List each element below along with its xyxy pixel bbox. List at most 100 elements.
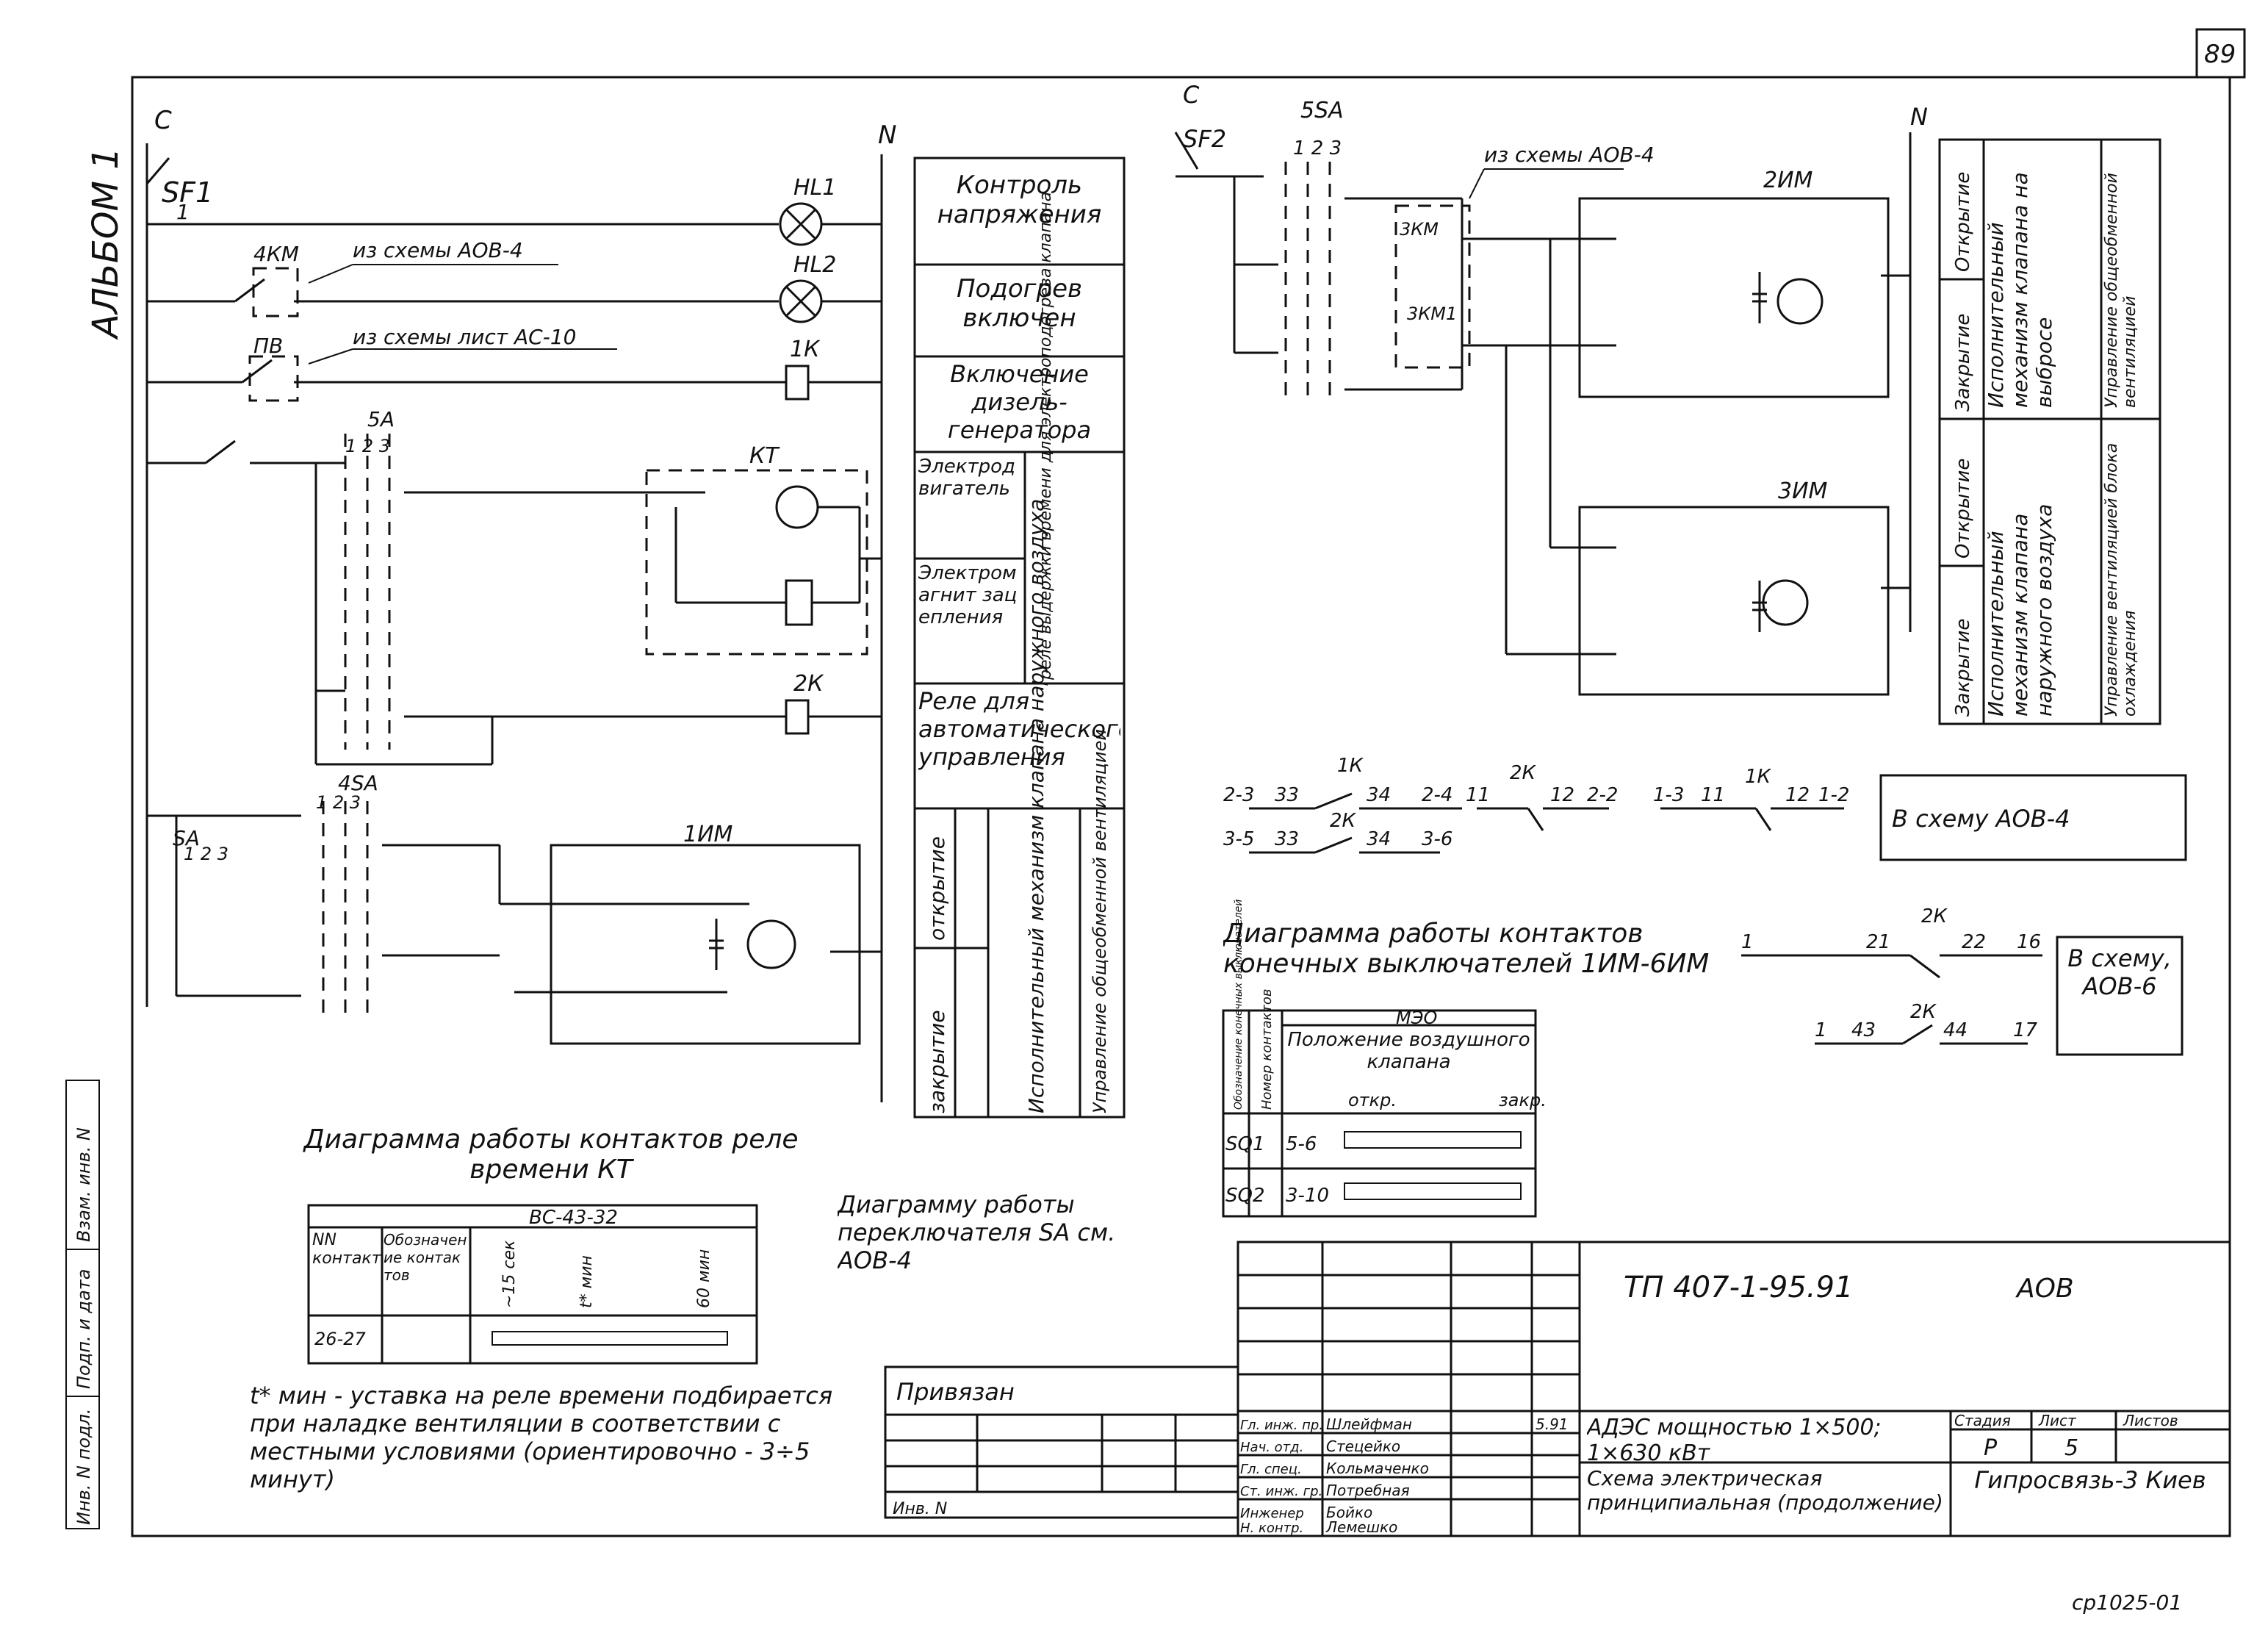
svg-text:откр.: откр. <box>1348 1090 1397 1110</box>
right-circuit: С SF2 N 5SA 1 2 3 из схемы АОВ-4 3КМ 3КМ… <box>1174 81 1928 696</box>
svg-text:HL2: HL2 <box>793 252 836 278</box>
timer-note: t* мин - уставка на реле времени подбира… <box>250 1382 833 1493</box>
svg-text:1 2 3: 1 2 3 <box>345 436 390 456</box>
relay-1k-coil <box>785 365 810 401</box>
svg-text:2К: 2К <box>1510 762 1537 784</box>
timer-diagram: Диаграмма работы контактов реле времени … <box>250 1124 833 1493</box>
svg-text:закр.: закр. <box>1499 1090 1547 1110</box>
svg-text:Взам. инв. N: Взам. инв. N <box>73 1127 94 1242</box>
motor-1im-box <box>550 844 861 1045</box>
title-drawing: Схема электрическая принципиальная (прод… <box>1587 1466 1943 1515</box>
side-stamp: Инв. N подл. Подп. и дата Взам. инв. N <box>65 1080 100 1529</box>
svg-text:SQ1: SQ1 <box>1225 1133 1265 1155</box>
svg-text:Подп. и дата: Подп. и дата <box>73 1269 94 1390</box>
svg-text:1К: 1К <box>1337 755 1364 777</box>
svg-text:12: 12 <box>1550 784 1574 806</box>
svg-text:1-3: 1-3 <box>1653 784 1684 806</box>
svg-text:5-6: 5-6 <box>1286 1133 1317 1155</box>
svg-text:5: 5 <box>2064 1435 2078 1461</box>
title-section: АОВ <box>2015 1274 2074 1304</box>
svg-text:Открытие: Открытие <box>1952 459 1974 559</box>
legend-auto-relay: Реле для автоматического управления <box>918 687 1120 771</box>
svg-text:из схемы АОВ-4: из схемы АОВ-4 <box>353 238 523 262</box>
legend-heating-on: Подогрев включен <box>956 274 1083 333</box>
svg-text:Инженер: Инженер <box>1240 1506 1304 1521</box>
svg-text:12: 12 <box>1785 784 1810 806</box>
svg-text:С: С <box>1183 81 1200 109</box>
left-circuit: С N SF1 1 HL1 4КМ из схемы АОВ-4 HL2 ПВ … <box>145 106 896 1102</box>
svg-text:Шлейфман: Шлейфман <box>1326 1415 1412 1433</box>
right-legend-ventilation: Управление общеобменной вентиляцией <box>2103 173 2139 408</box>
svg-text:1-2: 1-2 <box>1818 784 1849 806</box>
limit-switch-diagram: Диаграмма работы контактов конечных выкл… <box>1222 900 1710 1218</box>
legend-motor: Электродвигатель <box>918 456 1016 500</box>
svg-text:2-4: 2-4 <box>1422 784 1452 806</box>
svg-text:N: N <box>1910 103 1928 131</box>
svg-text:11: 11 <box>1466 784 1490 806</box>
legend-generator: Включение дизель-генератора <box>947 360 1092 444</box>
motor-2im-box <box>1578 197 1890 398</box>
svg-text:Лист: Лист <box>2038 1412 2077 1429</box>
svg-text:2К: 2К <box>1921 905 1948 927</box>
svg-text:Гл. инж. пр.: Гл. инж. пр. <box>1240 1418 1323 1433</box>
legend-electromagnet: Электромагнит зацепления <box>918 562 1018 628</box>
svg-text:1: 1 <box>1741 931 1754 953</box>
motor-3im <box>1762 579 1809 626</box>
svg-text:t* мин: t* мин <box>577 1255 596 1308</box>
svg-text:Стецейко: Стецейко <box>1326 1437 1400 1455</box>
svg-text:Номер контактов: Номер контактов <box>1259 989 1275 1110</box>
to-scheme-aov6: В схему, АОВ-6 <box>2067 944 2172 1000</box>
svg-text:17: 17 <box>2013 1019 2038 1041</box>
svg-text:Ст. инж. гр.: Ст. инж. гр. <box>1240 1484 1322 1499</box>
right-legend-cooling: Управление вентиляцией блока охлаждения <box>2103 442 2139 717</box>
svg-text:Н. контр.: Н. контр. <box>1240 1521 1303 1536</box>
svg-text:2К: 2К <box>1330 810 1357 832</box>
legend-actuator: Исполнительный механизм клапана наружног… <box>1024 499 1048 1113</box>
sheet-number-box <box>2195 28 2246 79</box>
svg-text:60 мин: 60 мин <box>695 1249 713 1308</box>
motor-2im <box>1776 278 1824 325</box>
svg-text:1ИМ: 1ИМ <box>683 822 733 847</box>
timer-motor <box>775 485 819 529</box>
svg-text:16: 16 <box>2017 931 2041 953</box>
svg-text:Инв. N подл.: Инв. N подл. <box>73 1408 94 1525</box>
svg-text:SF1: SF1 <box>162 176 213 209</box>
svg-text:2К: 2К <box>1910 1001 1937 1023</box>
sa-note: Диаграмму работы переключателя SA см. АО… <box>838 1191 1116 1274</box>
svg-text:Открытие: Открытие <box>1952 172 1974 272</box>
album-label: АЛЬБОМ 1 <box>85 147 126 340</box>
left-legend: Контроль напряжения Подогрев включен Вкл… <box>913 157 1126 1119</box>
svg-text:5.91: 5.91 <box>1536 1415 1569 1433</box>
svg-text:Обозначение конечных выключате: Обозначение конечных выключателей <box>1233 900 1245 1110</box>
svg-text:5SA: 5SA <box>1300 98 1344 123</box>
svg-text:1К: 1К <box>1745 766 1772 788</box>
limit-diagram-title: Диаграмма работы контактов конечных выкл… <box>1223 919 1710 979</box>
svg-text:33: 33 <box>1275 828 1299 850</box>
svg-text:Привязан: Привязан <box>896 1378 1015 1406</box>
svg-text:1 2 3: 1 2 3 <box>184 844 228 864</box>
svg-text:34: 34 <box>1367 828 1391 850</box>
svg-text:Кольмаченко: Кольмаченко <box>1326 1460 1429 1477</box>
limit-diagram-position: Положение воздушного клапана <box>1287 1029 1530 1073</box>
right-legend-actuator-exhaust: Исполнительный механизм клапана на выбро… <box>1984 172 2056 408</box>
title-block: ТП 407-1-95.91 АОВ Гл. инж. пр. Нач. отд… <box>1236 1241 2231 1537</box>
svg-text:2К: 2К <box>793 671 824 697</box>
svg-text:3ИМ: 3ИМ <box>1778 478 1828 504</box>
legend-voltage-control: Контроль напряжения <box>937 170 1102 229</box>
timer-col-numbers: NN контактов <box>312 1231 382 1268</box>
title-object: АДЭС мощностью 1×500; 1×630 кВт <box>1587 1415 1882 1462</box>
svg-text:~15 сек: ~15 сек <box>500 1240 519 1308</box>
svg-text:44: 44 <box>1943 1019 1968 1041</box>
contacts-block: 2-3 33 1К 34 2-4 11 2К 12 2-2 1-3 11 1К … <box>1223 755 2187 1056</box>
right-legend: Закрытие Открытие Исполнительный механиз… <box>1938 138 2161 725</box>
svg-text:КТ: КТ <box>749 443 780 469</box>
svg-text:1К: 1К <box>790 337 821 362</box>
svg-text:из схемы АОВ-4: из схемы АОВ-4 <box>1484 143 1655 167</box>
svg-text:SQ2: SQ2 <box>1225 1185 1265 1207</box>
svg-text:1 2 3: 1 2 3 <box>1293 137 1342 159</box>
timer-col-symbols: Обозначение контактов <box>384 1231 467 1284</box>
svg-text:Гл. спец.: Гл. спец. <box>1240 1462 1302 1477</box>
svg-text:33: 33 <box>1275 784 1299 806</box>
svg-text:2ИМ: 2ИМ <box>1763 168 1813 193</box>
